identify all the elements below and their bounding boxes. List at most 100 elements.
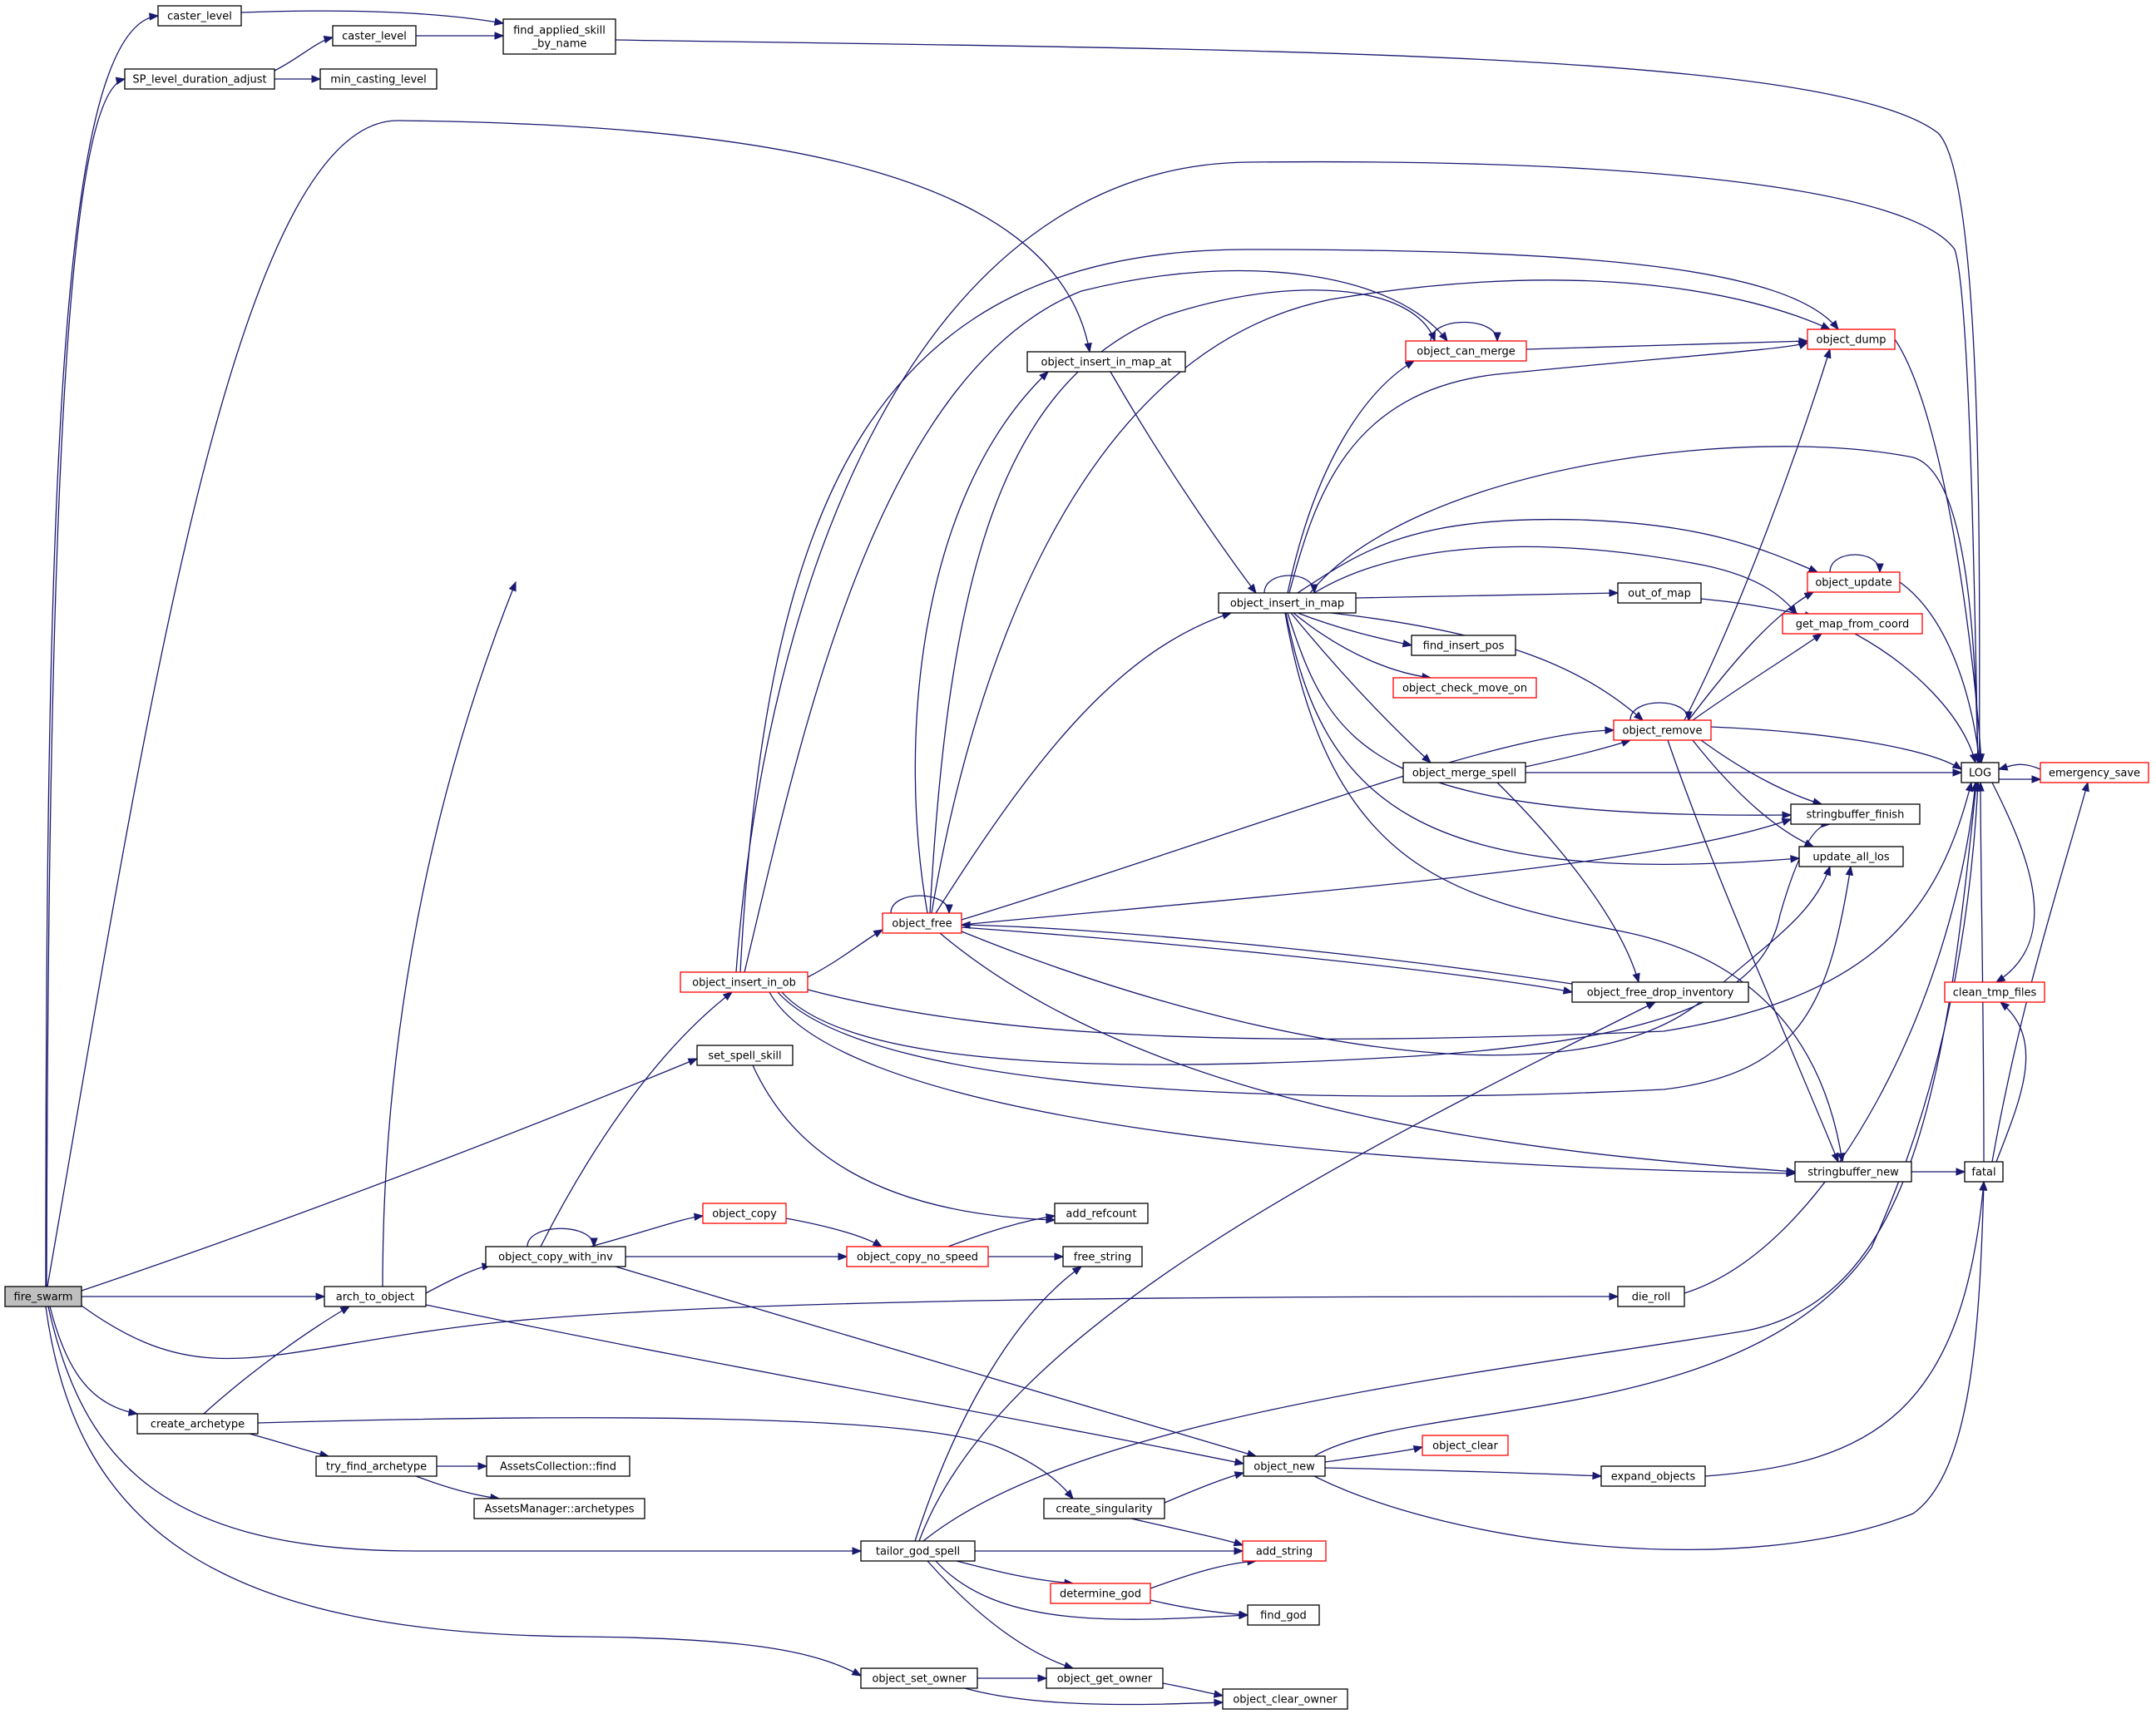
node-label: LOG	[1969, 768, 1991, 780]
node-label: object_clear_owner	[1233, 1694, 1338, 1707]
node-create-singularity[interactable]: create_singularity	[1043, 1498, 1165, 1519]
node-object-remove[interactable]: object_remove	[1613, 719, 1712, 741]
node-arch-to-object[interactable]: arch_to_object	[324, 1286, 427, 1307]
node-label: AssetsCollection::find	[500, 1461, 616, 1474]
node-caster-level-2[interactable]: caster_level	[332, 25, 417, 47]
node-find-god[interactable]: find_god	[1247, 1604, 1320, 1626]
node-find-insert-pos[interactable]: find_insert_pos	[1411, 635, 1516, 656]
node-caster-level-1[interactable]: caster_level	[157, 5, 242, 27]
arrowhead-object_new-to-expand_objects	[1592, 1471, 1603, 1480]
node-box	[1961, 762, 2000, 783]
edge-object_copy_with_inv-to-object_copy	[590, 1215, 704, 1247]
node-tailor-god-spell[interactable]: tailor_god_spell	[860, 1540, 976, 1562]
edge-object_free-to-update_all_los	[961, 866, 1831, 1056]
node-box	[1062, 1246, 1143, 1267]
edge-object_copy_with_inv-to-object_new	[615, 1266, 1257, 1457]
node-find-applied-skill[interactable]: find_applied_skill_by_name	[502, 18, 616, 55]
node-label: object_new	[1254, 1461, 1315, 1474]
node-assets-manager-archetypes[interactable]: AssetsManager::archetypes	[473, 1498, 645, 1519]
node-object-insert-in-map-at[interactable]: object_insert_in_map_at	[1026, 351, 1186, 373]
edge-create_archetype-to-try_find_archetype	[249, 1433, 329, 1457]
node-label: object_remove	[1623, 725, 1703, 738]
node-object-new[interactable]: object_new	[1243, 1455, 1326, 1477]
node-fire-swarm[interactable]: fire_swarm	[4, 1286, 82, 1307]
node-expand-objects[interactable]: expand_objects	[1600, 1465, 1706, 1487]
node-get-map-from-coord[interactable]: get_map_from_coord	[1782, 613, 1923, 635]
node-label: object_free_drop_inventory	[1587, 987, 1734, 1000]
node-stringbuffer-finish[interactable]: stringbuffer_finish	[1790, 803, 1921, 825]
edge-object_insert_in_map-to-log	[1309, 446, 1979, 763]
node-label: emergency_save	[2049, 768, 2140, 780]
arrowhead-object_remove-to-get_map_from_coord	[1812, 633, 1823, 642]
node-box	[1050, 1583, 1151, 1604]
node-object-clear[interactable]: object_clear	[1422, 1435, 1509, 1456]
node-emergency-save[interactable]: emergency_save	[2040, 762, 2149, 783]
node-label: object_clear	[1432, 1440, 1498, 1453]
node-create-archetype[interactable]: create_archetype	[136, 1413, 259, 1435]
node-object-merge-spell[interactable]: object_merge_spell	[1402, 762, 1526, 783]
edge-fire_swarm-to-die_roll	[81, 1296, 1619, 1360]
node-label: object_copy_with_inv	[498, 1252, 613, 1264]
node-object-insert-in-map[interactable]: object_insert_in_map	[1218, 592, 1357, 614]
node-object-update[interactable]: object_update	[1807, 571, 1901, 593]
node-label: clean_tmp_files	[1953, 987, 2037, 1000]
edge-object_insert_in_ob-to-object_can_merge	[744, 269, 1448, 973]
node-object-dump[interactable]: object_dump	[1807, 328, 1896, 350]
node-object-insert-in-ob[interactable]: object_insert_in_ob	[680, 971, 808, 993]
arrowhead-create_archetype-to-create_singularity	[1064, 1489, 1074, 1500]
node-free-string[interactable]: free_string	[1062, 1246, 1143, 1267]
node-box	[502, 18, 616, 55]
node-object-free-drop-inventory[interactable]: object_free_drop_inventory	[1571, 981, 1749, 1003]
node-object-get-owner[interactable]: object_get_owner	[1046, 1667, 1164, 1689]
edge-die_roll-to-log	[1684, 782, 1976, 1294]
node-die-roll[interactable]: die_roll	[1617, 1286, 1685, 1307]
node-object-clear-owner[interactable]: object_clear_owner	[1222, 1688, 1348, 1710]
node-label: tailor_god_spell	[876, 1546, 960, 1558]
edge-object_remove-to-object_update	[1688, 591, 1814, 721]
node-determine-god[interactable]: determine_god	[1050, 1583, 1151, 1604]
edge-object_remove-to-object_dump	[1684, 348, 1831, 721]
node-label: object_set_owner	[872, 1673, 967, 1686]
node-add-refcount[interactable]: add_refcount	[1054, 1203, 1149, 1224]
node-object-free[interactable]: object_free	[882, 912, 962, 934]
node-update-all-los[interactable]: update_all_los	[1798, 846, 1904, 867]
edge-object_update-to-object_update	[1829, 554, 1881, 573]
edge-tailor_god_spell-to-find_god	[935, 1560, 1249, 1620]
node-object-copy-no-speed[interactable]: object_copy_no_speed	[846, 1246, 989, 1267]
node-object-set-owner[interactable]: object_set_owner	[860, 1667, 978, 1689]
node-stringbuffer-new[interactable]: stringbuffer_new	[1794, 1161, 1912, 1183]
node-add-string[interactable]: add_string	[1242, 1540, 1327, 1562]
node-set-spell-skill[interactable]: set_spell_skill	[696, 1045, 794, 1066]
arrowhead-object_copy_with_inv-to-object_insert_in_ob	[722, 991, 734, 1001]
arrowhead-object_free-to-object_can_merge	[1428, 331, 1436, 343]
node-box	[1392, 677, 1537, 699]
node-log[interactable]: LOG	[1961, 762, 2000, 783]
node-try-find-archetype[interactable]: try_find_archetype	[315, 1455, 438, 1477]
node-assets-collection-find[interactable]: AssetsCollection::find	[486, 1455, 630, 1477]
node-object-can-merge[interactable]: object_can_merge	[1405, 340, 1527, 362]
node-clean-tmp-files[interactable]: clean_tmp_files	[1944, 981, 2045, 1003]
node-box	[1807, 571, 1901, 593]
edge-determine_god-to-find_god	[1150, 1599, 1249, 1616]
arrowhead-caster_level_1-to-find_applied_skill	[493, 17, 505, 26]
node-object-check-move-on[interactable]: object_check_move_on	[1392, 677, 1537, 699]
edge-object_free-to-object_can_merge	[929, 289, 1436, 914]
edge-object_free-to-object_remove	[961, 729, 1615, 921]
node-object-copy[interactable]: object_copy	[702, 1203, 787, 1224]
arrowhead-try_find_archetype-to-assets_collection_find	[477, 1462, 488, 1470]
node-out-of-map[interactable]: out_of_map	[1617, 582, 1702, 604]
edge-object_insert_in_ob-to-stringbuffer_finish	[781, 823, 1831, 1065]
node-box	[1613, 719, 1712, 741]
arrowhead-object_get_owner-to-object_clear_owner	[1213, 1690, 1224, 1698]
arrowhead-object_insert_in_map_at-to-object_insert_in_map	[1247, 583, 1257, 595]
arrowhead-arch_to_object-to-object_insert_in_map_at	[508, 580, 517, 592]
edge-object_insert_in_map-to-stringbuffer_finish	[1287, 612, 1792, 816]
node-object-copy-with-inv[interactable]: object_copy_with_inv	[485, 1246, 626, 1267]
node-sp-level-duration[interactable]: SP_level_duration_adjust	[124, 68, 275, 90]
node-label: arch_to_object	[336, 1292, 415, 1304]
node-label: _by_name	[532, 38, 587, 51]
edge-object_insert_in_map-to-object_merge_spell	[1290, 612, 1432, 763]
node-min-casting-level[interactable]: min_casting_level	[319, 68, 438, 90]
node-fatal[interactable]: fatal	[1964, 1161, 2004, 1183]
